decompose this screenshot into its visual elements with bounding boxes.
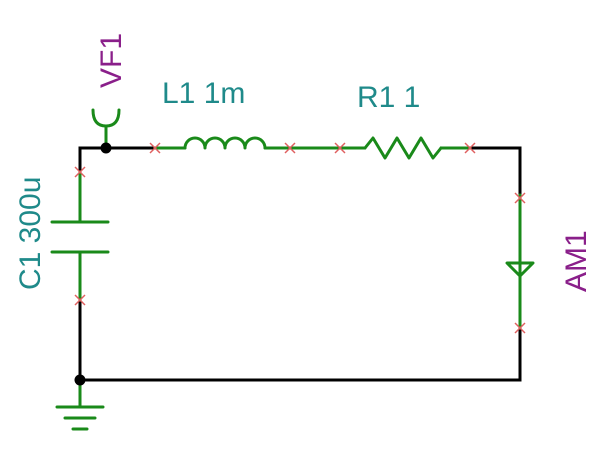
voltage-probe-vf1[interactable] xyxy=(91,108,121,150)
resistor-zigzag-icon xyxy=(363,136,443,160)
inductor-label: L1 1m xyxy=(162,77,245,110)
pin-cross-icon xyxy=(464,142,476,154)
pin-cross-icon xyxy=(514,192,526,204)
ammeter-arrow-icon xyxy=(505,261,535,278)
resistor-label: R1 1 xyxy=(357,81,420,114)
pin-cross-icon xyxy=(74,294,86,306)
pin-cross-icon xyxy=(514,322,526,334)
pin-markers xyxy=(74,142,526,334)
pin-cross-icon xyxy=(284,142,296,154)
capacitor-label: C1 300u xyxy=(14,177,47,290)
resistor-r1[interactable] xyxy=(338,136,472,160)
junction-dot-icon[interactable] xyxy=(100,142,112,154)
inductor-l1[interactable] xyxy=(153,136,292,150)
pin-cross-icon xyxy=(334,142,346,154)
probe-cup-icon xyxy=(91,108,121,128)
capacitor-c1[interactable] xyxy=(50,170,110,302)
junction-dot-icon[interactable] xyxy=(74,374,86,386)
ammeter-label: AM1 xyxy=(560,230,593,292)
pin-cross-icon xyxy=(74,166,86,178)
wires xyxy=(78,146,522,382)
ammeter-am1[interactable] xyxy=(505,193,535,330)
pin-cross-icon xyxy=(149,142,161,154)
ground-symbol-icon xyxy=(55,378,105,431)
voltage-probe-label: VF1 xyxy=(95,33,128,88)
inductor-coil-icon xyxy=(183,136,267,150)
